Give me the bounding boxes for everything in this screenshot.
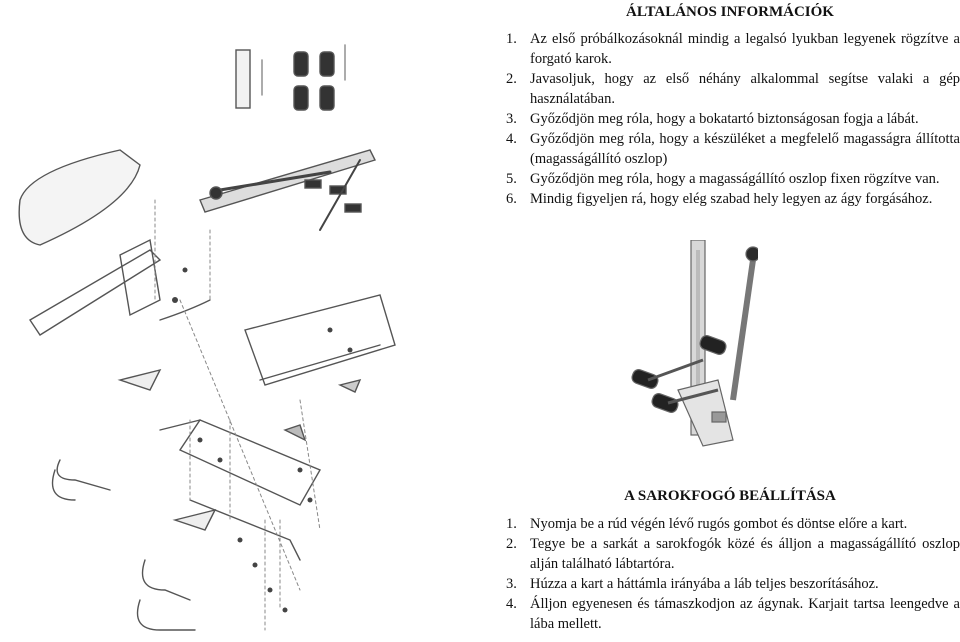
general-info-title: ÁLTALÁNOS INFORMÁCIÓK <box>626 4 834 20</box>
list-item: 6.Mindig figyeljen rá, hogy elég szabad … <box>506 191 933 207</box>
list-item: 4.Álljon egyenesen és támaszkodjon az ág… <box>506 596 960 632</box>
list-item: 2.Tegye be a sarkát a sarokfogók közé és… <box>506 536 960 572</box>
list-item: 4.Győződjön meg róla, hogy a készüléket … <box>506 131 960 167</box>
ankle-pad-icon <box>293 51 309 77</box>
list-item: 1.Nyomja be a rúd végén lévő rugós gombo… <box>506 516 908 532</box>
heel-holder-photo <box>631 240 758 447</box>
heel-holder-list: 1.Nyomja be a rúd végén lévő rugós gombo… <box>500 514 960 634</box>
general-info-list: 1.Az első próbálkozásoknál mindig a lega… <box>500 29 960 209</box>
list-item: 3.Győződjön meg róla, hogy a bokatartó b… <box>506 111 919 127</box>
heel-holder-title: A SAROKFOGÓ BEÁLLÍTÁSA <box>624 488 836 504</box>
parts-bag-1 <box>235 49 251 109</box>
list-item: 2.Javasoljuk, hogy az első néhány alkalo… <box>506 71 960 107</box>
exploded-parts-diagram <box>18 44 396 631</box>
backrest-pad <box>18 149 141 246</box>
list-item: 1.Az első próbálkozásoknál mindig a lega… <box>506 31 960 67</box>
list-item: 5.Győződjön meg róla, hogy a magasságáll… <box>506 171 940 187</box>
list-item: 3.Húzza a kart a háttámla irányába a láb… <box>506 576 879 592</box>
